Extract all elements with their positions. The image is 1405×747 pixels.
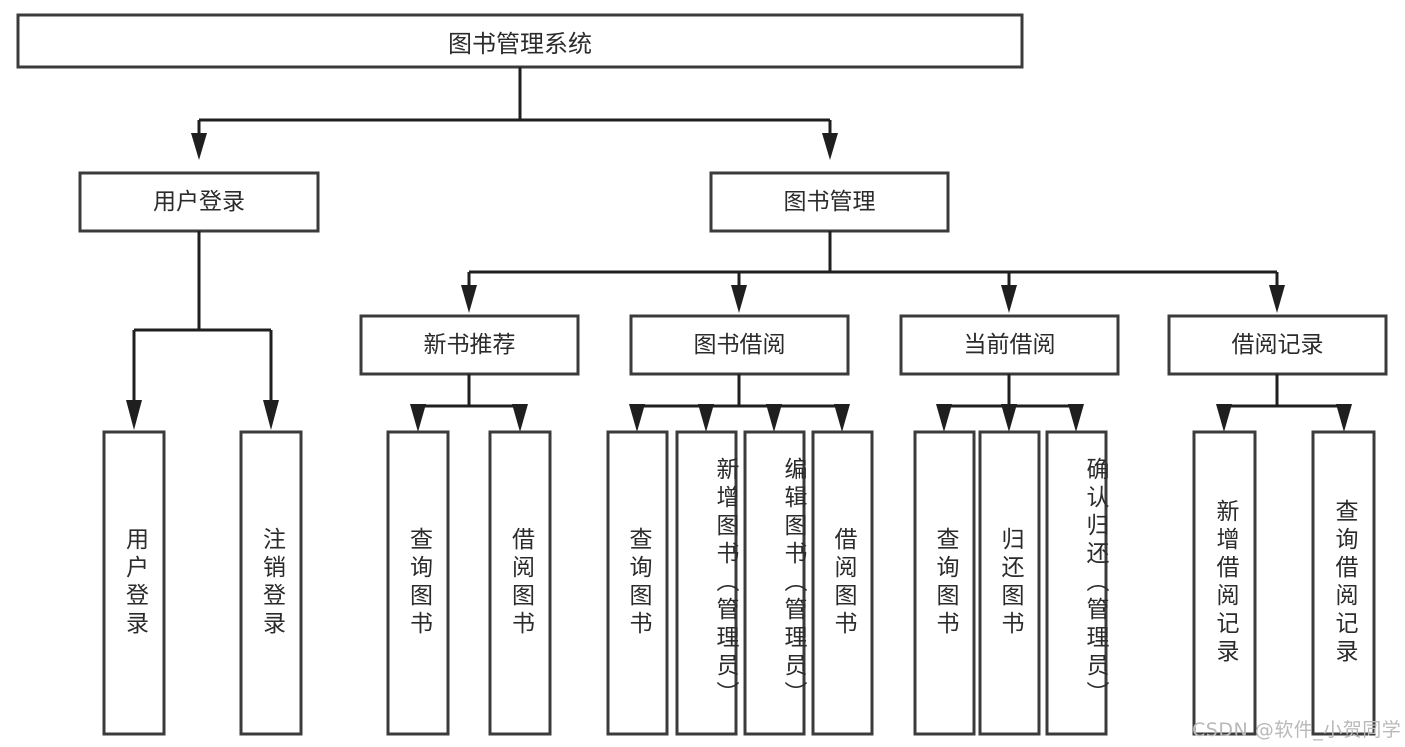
connector-current-borrow-bus [944, 374, 1076, 408]
arrow-head-user-login-leaf-1 [126, 400, 142, 430]
arrow-head-book-borrow-leaf-1 [629, 404, 645, 432]
connector-new-book-bus [418, 374, 520, 408]
arrow-head-book-borrow-leaf-4 [834, 404, 850, 432]
node-box-user-login[interactable] [78, 171, 320, 233]
arrow-head-borrow-record-leaf-1 [1216, 404, 1232, 432]
watermark-text: CSDN @软件_小贺同学 [1192, 719, 1402, 741]
leaf-box-borrow-record-2[interactable] [1311, 430, 1376, 736]
arrow-head-to-user-login [191, 133, 207, 160]
node-box-book-borrow[interactable] [629, 314, 850, 376]
arrow-head-current-borrow-leaf-2 [1001, 404, 1017, 432]
arrow-head-to-new-book [461, 285, 477, 313]
leaf-box-user-login-2[interactable] [239, 430, 303, 736]
connector-book-borrow-bus [637, 374, 842, 408]
leaf-box-current-borrow-2[interactable] [978, 430, 1041, 736]
arrow-head-borrow-record-leaf-2 [1336, 404, 1352, 432]
node-box-root[interactable] [16, 13, 1024, 69]
node-box-borrow-record[interactable] [1167, 314, 1388, 376]
arrow-head-new-book-leaf-2 [512, 404, 528, 432]
connector-user-login-bus [132, 231, 273, 400]
leaf-box-current-borrow-3[interactable] [1045, 430, 1108, 736]
connector-book-manage-bus [467, 231, 1279, 285]
connector-root-to-bus [197, 67, 832, 133]
node-box-new-book[interactable] [359, 314, 580, 376]
arrow-head-to-current-borrow [1001, 285, 1017, 313]
leaf-box-user-login-1[interactable] [102, 430, 166, 736]
arrow-head-user-login-leaf-2 [263, 400, 279, 430]
arrow-head-book-borrow-leaf-2 [698, 404, 714, 432]
arrow-head-new-book-leaf-1 [410, 404, 426, 432]
leaf-box-new-book-1[interactable] [386, 430, 450, 736]
arrow-head-to-borrow-record [1269, 285, 1285, 313]
leaf-box-book-borrow-3[interactable] [743, 430, 806, 736]
connector-borrow-record-bus [1224, 374, 1344, 408]
arrow-head-current-borrow-leaf-1 [936, 404, 952, 432]
arrow-head-to-book-manage [822, 133, 838, 160]
leaf-box-book-borrow-4[interactable] [811, 430, 874, 736]
leaf-box-new-book-2[interactable] [488, 430, 552, 736]
node-box-current-borrow[interactable] [899, 314, 1120, 376]
leaf-box-current-borrow-1[interactable] [913, 430, 976, 736]
arrow-head-book-borrow-leaf-3 [766, 404, 782, 432]
leaf-box-borrow-record-1[interactable] [1192, 430, 1257, 736]
leaf-box-book-borrow-2[interactable] [675, 430, 738, 736]
arrow-head-current-borrow-leaf-3 [1068, 404, 1084, 432]
arrow-head-to-book-borrow [731, 285, 747, 313]
leaf-box-book-borrow-1[interactable] [606, 430, 669, 736]
node-box-book-manage[interactable] [709, 171, 950, 233]
